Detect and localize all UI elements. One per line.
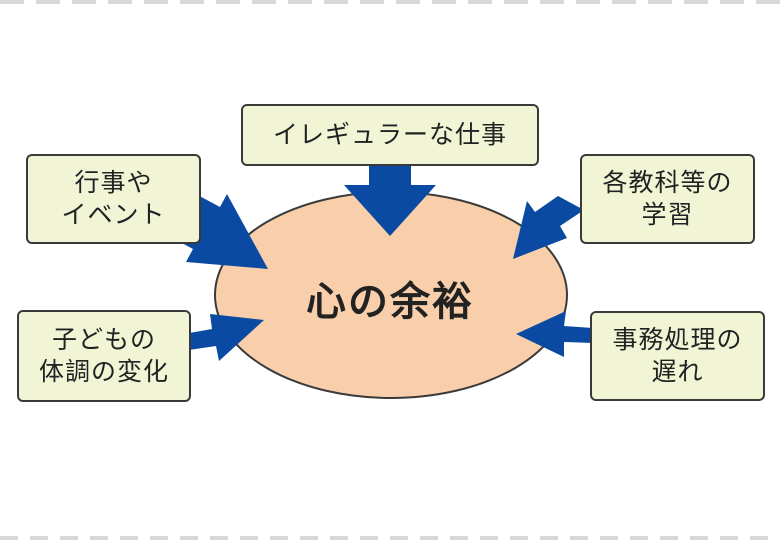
arrow-bottom-right-icon bbox=[516, 311, 594, 357]
box-paperwork-delay: 事務処理の 遅れ bbox=[590, 311, 765, 401]
center-label: 心の余裕 bbox=[306, 279, 474, 325]
box-child-health: 子どもの 体調の変化 bbox=[17, 310, 191, 402]
box-events: 行事や イベント bbox=[26, 154, 201, 244]
box-irregular-work: イレギュラーな仕事 bbox=[241, 104, 539, 166]
top-edge-artifact bbox=[0, 0, 780, 4]
arrow-bottom-left-icon bbox=[178, 314, 264, 361]
box-subject-learning: 各教科等の 学習 bbox=[580, 154, 755, 244]
arrow-top-icon bbox=[344, 158, 436, 236]
arrow-top-right-icon bbox=[513, 196, 584, 259]
bottom-edge-artifact bbox=[0, 536, 780, 540]
